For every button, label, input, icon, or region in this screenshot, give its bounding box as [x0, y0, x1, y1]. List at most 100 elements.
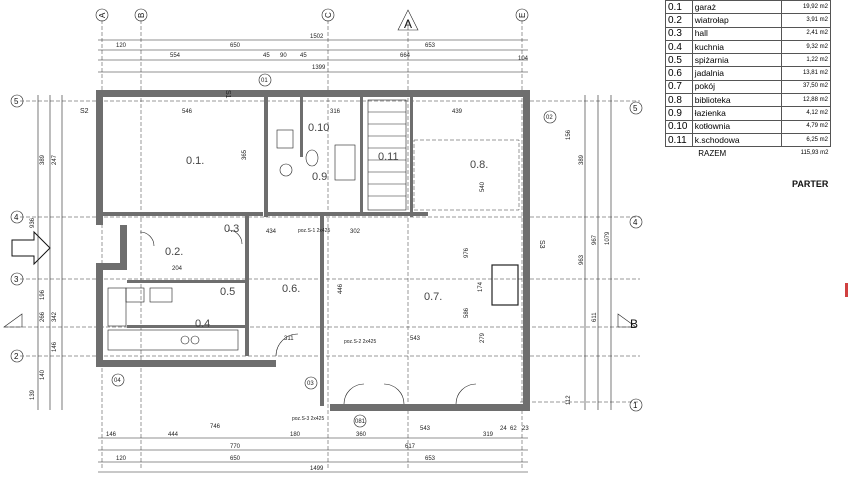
detail-tag: 01 [261, 78, 268, 84]
axis-label: 5 [14, 97, 19, 106]
dim-label: 543 [420, 426, 431, 432]
room-number: 0.1 [665, 0, 693, 15]
dim-label: 90 [280, 53, 287, 59]
wall-tag: S1 [224, 90, 231, 99]
dim-label: 389 [579, 154, 585, 165]
room-area: 9,32 m2 [780, 39, 832, 55]
room-label: 0.4 [195, 318, 210, 330]
grid-axes [20, 20, 640, 470]
dim-label: 586 [464, 307, 470, 318]
dim-label: 146 [106, 432, 117, 438]
dim-label: 266 [40, 311, 46, 322]
room-name: wiatrołap [691, 13, 782, 28]
dim-label: 120 [116, 456, 127, 462]
bathroom-fixtures [276, 129, 356, 181]
beam-tag: poz.S-1 2x425 [298, 228, 330, 234]
room-label: 0.5 [220, 286, 235, 298]
room-area: 19,92 m2 [780, 0, 832, 15]
dim-label: 104 [518, 56, 529, 62]
dimensions-bottom: 146 444 180 360 543 319 24 62 23 746 770… [98, 424, 529, 473]
dimensions-left: 389 247 936 196 342 266 146 140 139 [30, 95, 63, 410]
room-label: 0.11 [378, 151, 399, 163]
room-area: 13,81 m2 [780, 66, 832, 81]
dim-label: 62 [510, 426, 517, 432]
dim-label: 156 [566, 129, 572, 140]
inner-dimensions: 546 365 316 439 540 434 302 976 446 586 … [172, 109, 486, 343]
room-number: 0.2 [665, 13, 693, 28]
room-label: 0.6. [282, 283, 300, 295]
dim-label: 770 [230, 444, 241, 450]
beam-tag: poz.S-3 2x425 [292, 416, 324, 422]
room-name: kotłownia [691, 119, 782, 134]
margin-mark [845, 283, 848, 297]
room-number: 0.7 [665, 79, 693, 95]
doors [139, 229, 477, 405]
detail-tag: 03 [307, 381, 314, 387]
room-name: garaż [691, 0, 782, 15]
room-area: 4,12 m2 [780, 106, 832, 121]
dim-label: 319 [483, 432, 494, 438]
dim-overall-bottom: 1499 [310, 466, 324, 472]
wall-type-tags: S1 S2 S3 [80, 90, 545, 249]
axis-label: 1 [633, 401, 638, 410]
dim-label: 196 [40, 289, 46, 300]
kitchen-counter [107, 287, 239, 351]
dim-label: 967 [592, 234, 598, 245]
dim-label: 1399 [312, 65, 326, 71]
dim-label: 204 [172, 266, 183, 272]
exterior-walls [96, 90, 530, 411]
fireplace [491, 264, 519, 306]
dim-label: 653 [425, 43, 436, 49]
wall-tag: S3 [538, 240, 545, 249]
dim-label: 611 [592, 312, 598, 322]
dim-label: 360 [356, 432, 367, 438]
room-label: 0.9 [312, 171, 327, 183]
room-name: jadalnia [691, 66, 782, 81]
axis-label: 3 [14, 275, 19, 284]
dim-label: 302 [350, 229, 361, 235]
total-area: 115,93 m2 [800, 149, 829, 156]
dim-label: 664 [400, 53, 411, 59]
dim-label: 434 [266, 229, 277, 235]
detail-tag: 02 [546, 115, 553, 121]
dim-label: 146 [52, 341, 58, 352]
detail-bubbles: 01 02 03 04 081 [111, 73, 557, 428]
dimensions-right: 389 967 1079 963 611 112 156 [566, 95, 612, 410]
section-mark-label: B [630, 317, 638, 331]
dim-label: 1079 [605, 231, 611, 245]
room-name: k.schodowa [691, 132, 782, 148]
dim-overall-top: 1502 [310, 34, 324, 40]
dim-label: 554 [170, 53, 181, 59]
dim-label: 23 [522, 426, 529, 432]
room-number: 0.10 [665, 119, 693, 134]
dim-label: 936 [30, 217, 36, 228]
room-name: spiżarnia [691, 53, 782, 68]
room-name: kuchnia [691, 39, 782, 55]
dim-label: 174 [478, 281, 484, 292]
room-name: łazienka [691, 106, 782, 121]
room-name: hall [691, 26, 782, 41]
room-area: 2,41 m2 [780, 26, 832, 41]
room-label: 0.1. [186, 155, 204, 167]
dim-label: 180 [290, 432, 301, 438]
dim-label: 316 [330, 109, 341, 115]
room-label: 0.8. [470, 159, 488, 171]
room-label: 0.7. [424, 291, 442, 303]
axis-label: A [98, 12, 107, 18]
room-area: 12,88 m2 [780, 93, 832, 108]
dim-label: 650 [230, 456, 241, 462]
axis-label: 4 [14, 213, 19, 222]
dim-label: 389 [40, 154, 46, 165]
dim-label: 45 [263, 53, 270, 59]
